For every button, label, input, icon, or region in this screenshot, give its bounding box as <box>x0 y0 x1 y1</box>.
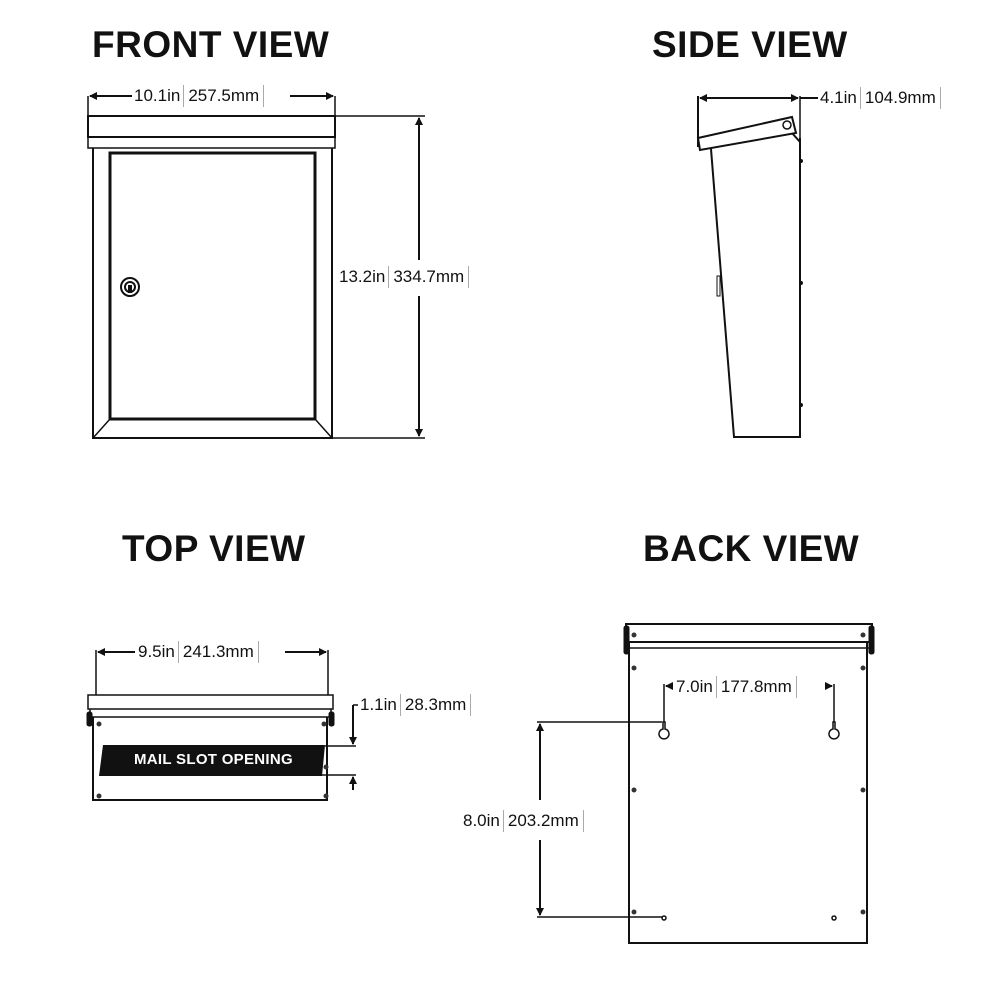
front-height-in: 13.2in <box>339 267 386 286</box>
top-view-drawing <box>86 648 358 801</box>
top-slot-in: 1.1in <box>360 695 397 714</box>
back-view-drawing <box>536 623 875 944</box>
top-view-title: TOP VIEW <box>122 528 306 569</box>
top-width-in: 9.5in <box>138 642 175 661</box>
side-depth-mm: 104.9mm <box>859 87 941 109</box>
mail-slot-opening-label: MAIL SLOT OPENING <box>134 751 293 768</box>
front-width-mm: 257.5mm <box>183 85 265 107</box>
side-view-drawing <box>696 94 818 438</box>
mail-slot <box>99 745 325 776</box>
front-height-mm: 334.7mm <box>388 266 470 288</box>
keyhole-right <box>828 721 840 740</box>
keyhole-left <box>658 721 670 740</box>
back-spacing-mm: 177.8mm <box>715 676 797 698</box>
back-vertical-in: 8.0in <box>463 811 500 830</box>
back-vertical-mm: 203.2mm <box>502 810 584 832</box>
top-slot-mm: 28.3mm <box>399 694 472 716</box>
side-depth-in: 4.1in <box>820 88 857 107</box>
side-view-title: SIDE VIEW <box>652 24 848 65</box>
back-spacing-in: 7.0in <box>676 677 713 696</box>
top-width-mm: 241.3mm <box>177 641 259 663</box>
back-view-title: BACK VIEW <box>643 528 860 569</box>
front-width-in: 10.1in <box>134 86 181 105</box>
front-view-title: FRONT VIEW <box>92 24 330 65</box>
lock-icon <box>120 277 140 297</box>
front-view-drawing <box>87 92 425 439</box>
